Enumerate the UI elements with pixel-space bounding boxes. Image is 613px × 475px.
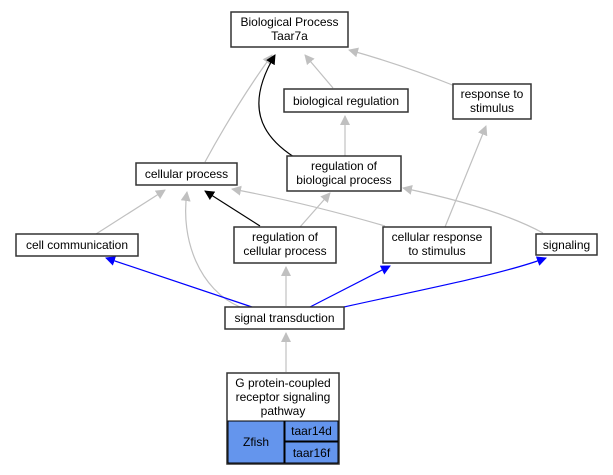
node-response-to-stimulus[interactable]: response to stimulus [452,83,532,120]
species-cell [227,420,285,464]
edge-cell-communication-to-cellular-process [95,189,166,235]
node-root[interactable]: Biological Process Taar7a [230,11,349,48]
node-label-line: response to [461,87,524,101]
edge-response-to-stimulus-to-root [348,47,456,87]
node-regulation-of-cellular-process[interactable]: regulation of cellular process [233,226,337,264]
node-label-line: pathway [261,404,306,418]
node-label-line: receptor signaling [236,390,331,404]
gene-label: taar14d [291,424,332,438]
edge-cellular-process-to-root [204,54,273,163]
node-label-line: regulation of [311,159,378,173]
edge-regulation-bio-process-to-root [258,54,295,158]
gene-cell[interactable] [284,441,339,464]
node-biological-regulation[interactable]: biological regulation [283,88,409,113]
node-label: cellular process [145,167,228,181]
node-label-line: biological process [296,173,391,187]
node-label-line: cellular response [392,230,483,244]
node-label-line: cellular process [243,244,326,258]
edge-regulation-cellular-to-regulation-bio [299,192,331,228]
gene-cell[interactable] [284,420,339,442]
node-label: biological regulation [293,94,399,108]
edge-regulation-cellular-to-cellular-process [204,190,261,227]
edge-biological-regulation-to-root [304,54,334,89]
node-cellular-response-to-stimulus[interactable]: cellular response to stimulus [382,226,492,264]
node-cell-communication[interactable]: cell communication [15,233,139,257]
edge-signal-transduction-to-cellular-process [180,191,241,308]
species-label: Zfish [243,435,269,449]
edge-signaling-to-regulation-bio [402,184,544,234]
node-signaling[interactable]: signaling [535,233,598,256]
node-label-line: stimulus [470,101,514,115]
node-label-line: G protein-coupled [235,376,330,390]
edge-signal-transduction-to-cell-communication [105,256,253,308]
edge-signal-transduction-to-signaling [343,256,547,308]
node-cellular-process[interactable]: cellular process [135,162,238,186]
node-signal-transduction[interactable]: signal transduction [224,306,345,330]
node-label: signaling [543,238,590,252]
node-regulation-of-biological-process[interactable]: regulation of biological process [286,155,402,192]
node-label-line: Biological Process [240,15,338,29]
edge-signal-transduction-to-cellular-response [309,265,391,308]
edge-cellular-response-to-cellular-process [231,185,386,227]
node-label-line: to stimulus [408,244,465,258]
node-label: signal transduction [234,311,334,325]
node-label-line: Taar7a [271,29,308,43]
edge-response-to-stimulus-to-stimulus [444,125,488,228]
node-label-line: regulation of [252,230,319,244]
node-label: cell communication [26,238,128,252]
gene-annotation-table: Zfish taar14d taar16f [227,420,339,464]
gene-label: taar16f [293,446,331,460]
